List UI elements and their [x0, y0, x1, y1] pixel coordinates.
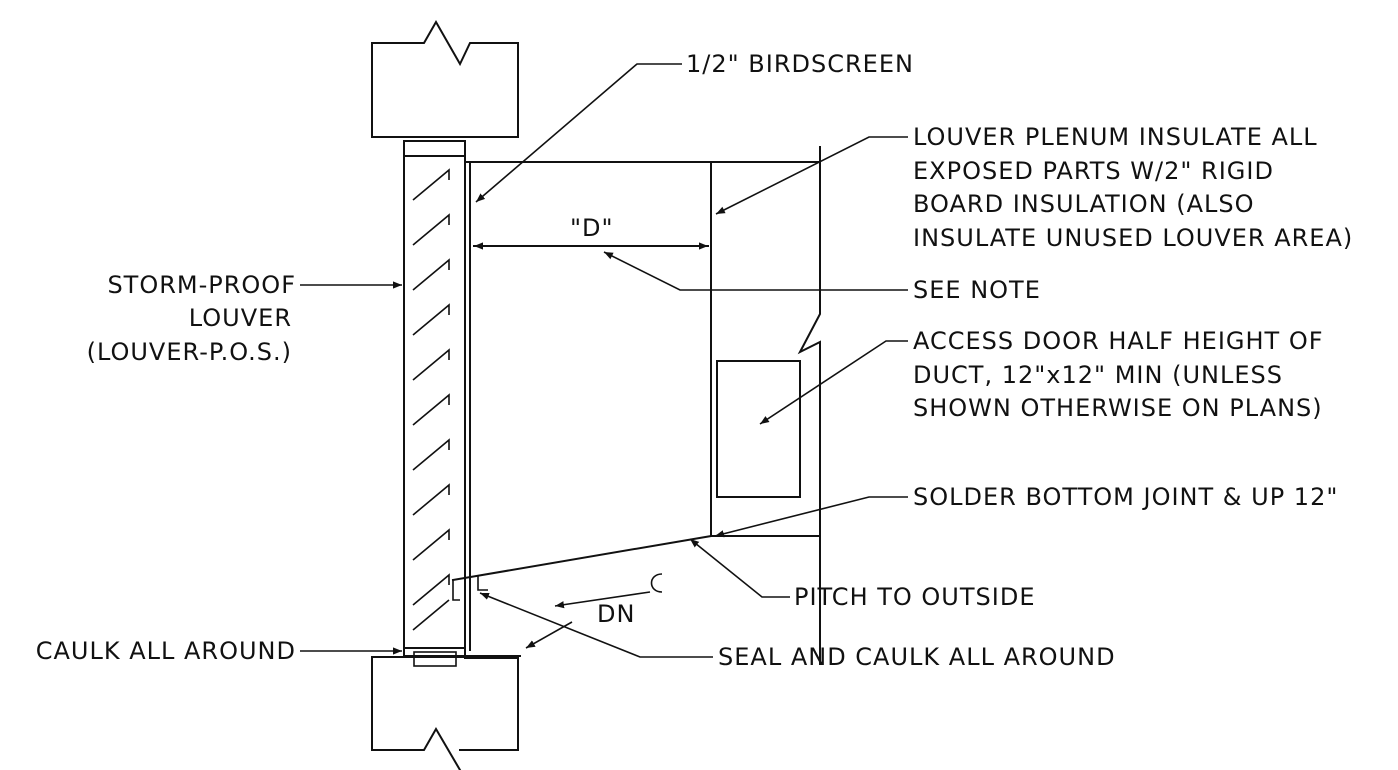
sill [403, 655, 521, 667]
dimension-d: "D" [473, 214, 709, 250]
label-plenum-line-2: EXPOSED PARTS W/2" RIGID [913, 157, 1274, 185]
leader-access-door [759, 340, 908, 425]
label-caulk: CAULK ALL AROUND [36, 637, 296, 665]
label-louver-line-2: LOUVER [189, 304, 292, 332]
leader-see-note [603, 251, 908, 291]
louver-blades [412, 168, 457, 667]
label-plenum-line-1: LOUVER PLENUM INSULATE ALL [913, 123, 1318, 151]
down-label: DN [597, 600, 635, 628]
label-pitch: PITCH TO OUTSIDE [794, 583, 1036, 611]
label-plenum-line-3: BOARD INSULATION (ALSO [913, 190, 1255, 218]
plenum [451, 146, 821, 665]
label-louver-line-3: (LOUVER-P.O.S.) [87, 338, 292, 366]
label-birdscreen: 1/2" BIRDSCREEN [686, 50, 914, 78]
leader-pitch [689, 538, 790, 598]
wall-below [371, 656, 519, 770]
down-arrow: DN [554, 573, 663, 628]
label-plenum-line-4: INSULATE UNUSED LOUVER AREA) [913, 224, 1353, 252]
access-door [716, 360, 801, 498]
dimension-label: "D" [570, 214, 614, 242]
leader-solder [714, 496, 908, 538]
leader-birdscreen [475, 63, 682, 203]
leader-seal [479, 592, 713, 658]
label-access-line-2: DUCT, 12"x12" MIN (UNLESS [913, 361, 1283, 389]
leader-plenum [715, 136, 908, 215]
label-access-line-1: ACCESS DOOR HALF HEIGHT OF [913, 327, 1324, 355]
wall-above [371, 19, 519, 138]
label-solder: SOLDER BOTTOM JOINT & UP 12" [913, 483, 1338, 511]
label-access-line-3: SHOWN OTHERWISE ON PLANS) [913, 394, 1323, 422]
label-louver-line-1: STORM-PROOF [107, 271, 296, 299]
label-see-note: SEE NOTE [913, 276, 1041, 304]
label-seal: SEAL AND CAULK ALL AROUND [718, 643, 1116, 671]
